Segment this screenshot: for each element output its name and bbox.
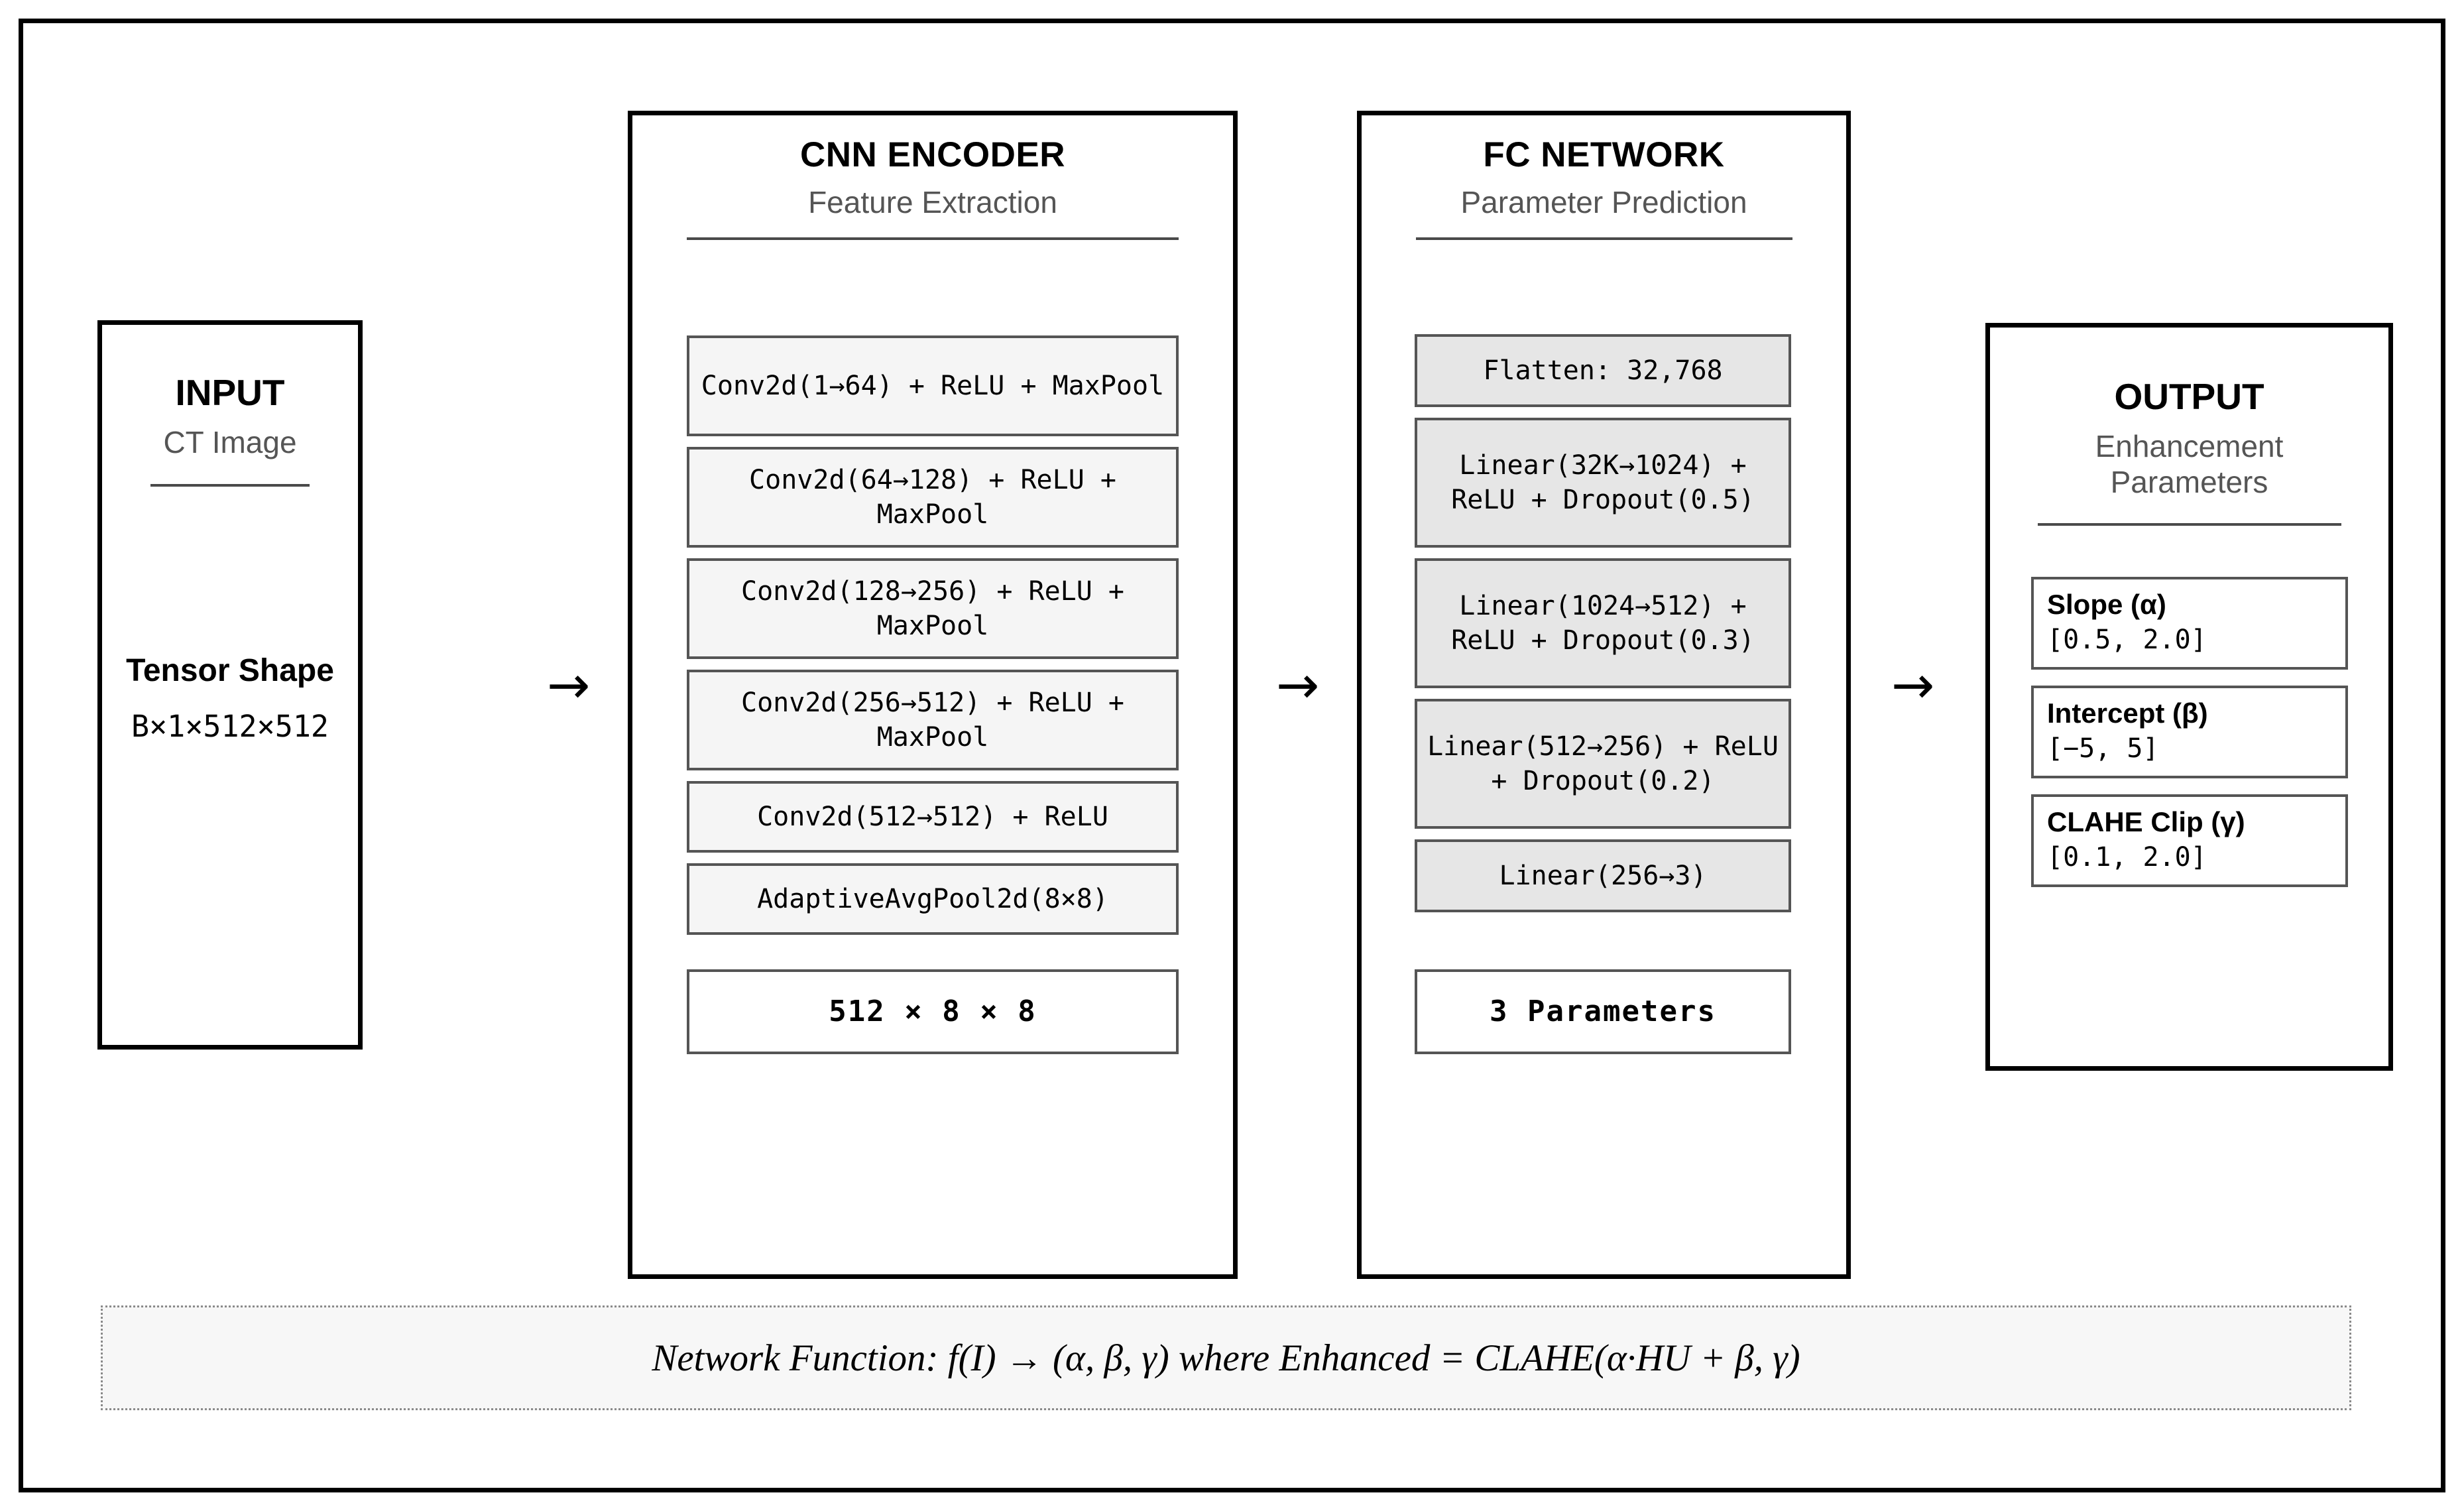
- output-parameter-intercept: Intercept (β) [−5, 5]: [2031, 686, 2348, 778]
- parameter-name: Slope (α): [2047, 589, 2166, 620]
- cnn-layer-2: Conv2d(64→128) + ReLU + MaxPool: [687, 447, 1179, 548]
- fc-network-column: FC NETWORK Parameter Prediction Flatten:…: [1357, 111, 1851, 1279]
- fc-network-divider: [1415, 237, 1792, 240]
- arrow-fc-to-output: →: [1891, 656, 1935, 715]
- fc-layer-4: Linear(512→256) + ReLU + Dropout(0.2): [1415, 699, 1791, 829]
- output-parameter-clahe-clip: CLAHE Clip (γ) [0.1, 2.0]: [2031, 794, 2348, 887]
- parameter-range: [0.5, 2.0]: [2047, 625, 2207, 656]
- cnn-encoder-subtitle: Feature Extraction: [808, 184, 1057, 219]
- cnn-output-shape: 512 × 8 × 8: [687, 969, 1179, 1054]
- cnn-encoder-divider: [687, 237, 1179, 240]
- output-title: OUTPUT: [2114, 376, 2264, 417]
- cnn-layer-4: Conv2d(256→512) + ReLU + MaxPool: [687, 670, 1179, 770]
- parameter-name: Intercept (β): [2047, 697, 2208, 729]
- network-function-formula: Network Function: f(I) → (α, β, γ) where…: [101, 1305, 2351, 1410]
- cnn-encoder-title: CNN ENCODER: [799, 135, 1066, 174]
- arrow-cnn-to-fc: →: [1276, 656, 1320, 715]
- parameter-name: CLAHE Clip (γ): [2047, 806, 2245, 837]
- parameter-range: [−5, 5]: [2047, 733, 2159, 764]
- input-subtitle: CT Image: [163, 425, 297, 459]
- fc-network-header: FC NETWORK Parameter Prediction: [1362, 115, 1846, 220]
- output-subtitle: Enhancement Parameters: [2095, 429, 2284, 500]
- cnn-encoder-column: CNN ENCODER Feature Extraction Conv2d(1→…: [628, 111, 1238, 1279]
- output-panel: OUTPUT Enhancement Parameters Slope (α) …: [1985, 323, 2393, 1071]
- cnn-encoder-header: CNN ENCODER Feature Extraction: [632, 115, 1233, 220]
- tensor-shape-value: B×1×512×512: [131, 709, 329, 745]
- cnn-layer-3: Conv2d(128→256) + ReLU + MaxPool: [687, 558, 1179, 659]
- fc-network-title: FC NETWORK: [1483, 135, 1725, 174]
- input-panel: INPUT CT Image Tensor Shape B×1×512×512: [97, 320, 363, 1050]
- fc-layer-2: Linear(32K→1024) + ReLU + Dropout(0.5): [1415, 418, 1791, 548]
- diagram-frame: INPUT CT Image Tensor Shape B×1×512×512 …: [19, 19, 2445, 1492]
- input-divider: [150, 484, 310, 487]
- fc-layer-5: Linear(256→3): [1415, 839, 1791, 912]
- fc-layer-3: Linear(1024→512) + ReLU + Dropout(0.3): [1415, 558, 1791, 688]
- input-title: INPUT: [175, 372, 285, 413]
- output-parameter-slope: Slope (α) [0.5, 2.0]: [2031, 577, 2348, 670]
- cnn-layer-5: Conv2d(512→512) + ReLU: [687, 781, 1179, 853]
- cnn-layer-1: Conv2d(1→64) + ReLU + MaxPool: [687, 335, 1179, 436]
- fc-layer-1: Flatten: 32,768: [1415, 334, 1791, 407]
- fc-output-shape: 3 Parameters: [1415, 969, 1791, 1054]
- fc-network-subtitle: Parameter Prediction: [1460, 184, 1747, 219]
- output-divider: [2037, 522, 2341, 526]
- tensor-shape-label: Tensor Shape: [126, 653, 334, 689]
- parameter-range: [0.1, 2.0]: [2047, 842, 2207, 873]
- arrow-input-to-cnn: →: [547, 656, 591, 715]
- cnn-layer-6: AdaptiveAvgPool2d(8×8): [687, 863, 1179, 935]
